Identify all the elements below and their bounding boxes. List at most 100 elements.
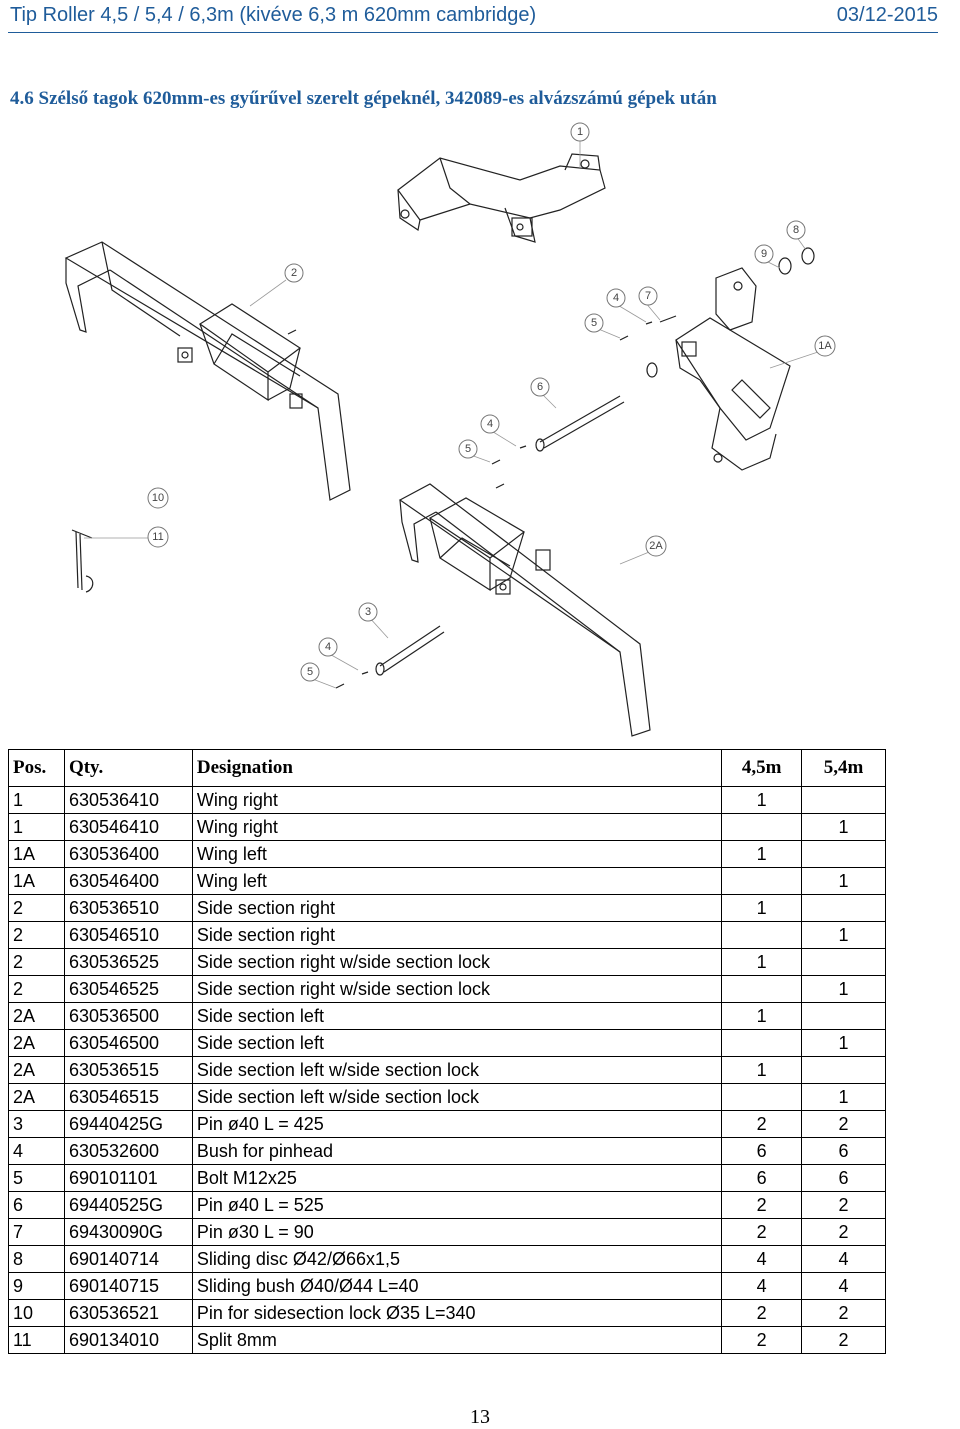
- svg-text:1: 1: [577, 126, 583, 138]
- svg-text:4: 4: [325, 641, 331, 653]
- svg-text:2A: 2A: [649, 540, 663, 552]
- cell-part-number: 630546515: [63, 1083, 193, 1111]
- cell-part-number: 630536525: [63, 948, 193, 976]
- cell-designation: Side section right w/side section lock: [191, 948, 723, 976]
- callout-4b: 4: [480, 414, 500, 434]
- header-designation: Designation: [191, 749, 723, 787]
- cell-pos: 2A: [8, 1029, 65, 1057]
- cell-designation: Side section left w/side section lock: [191, 1083, 723, 1111]
- cell-qty-4-5m: 1: [721, 948, 803, 976]
- callout-6: 6: [530, 377, 550, 397]
- cell-qty-4-5m: 2: [721, 1110, 803, 1138]
- cell-part-number: 69440525G: [63, 1191, 193, 1219]
- cell-pos: 1: [8, 786, 65, 814]
- cell-pos: 2A: [8, 1083, 65, 1111]
- header-date: 03/12-2015: [836, 3, 938, 26]
- cell-pos: 8: [8, 1245, 65, 1273]
- cell-part-number: 630536410: [63, 786, 193, 814]
- cell-pos: 9: [8, 1272, 65, 1300]
- cell-qty-4-5m: [721, 921, 803, 949]
- header-pos: Pos.: [8, 749, 65, 787]
- callout-5b: 5: [458, 439, 478, 459]
- cell-pos: 2: [8, 894, 65, 922]
- cell-part-number: 69430090G: [63, 1218, 193, 1246]
- callout-7: 7: [638, 286, 658, 306]
- cell-qty-4-5m: 1: [721, 786, 803, 814]
- cell-qty-5-4m: 1: [801, 921, 886, 949]
- cell-pos: 4: [8, 1137, 65, 1165]
- cell-qty-5-4m: 1: [801, 813, 886, 841]
- cell-part-number: 630546410: [63, 813, 193, 841]
- cell-qty-5-4m: 6: [801, 1137, 886, 1165]
- cell-qty-5-4m: 1: [801, 1083, 886, 1111]
- cell-part-number: 690101101: [63, 1164, 193, 1192]
- cell-pos: 7: [8, 1218, 65, 1246]
- page-number: 13: [470, 1406, 490, 1428]
- cell-part-number: 630546400: [63, 867, 193, 895]
- callout-1: 1: [570, 122, 590, 142]
- cell-qty-5-4m: [801, 1056, 886, 1084]
- svg-text:5: 5: [307, 666, 313, 678]
- part-wing-left: [675, 267, 791, 471]
- cell-pos: 10: [8, 1299, 65, 1327]
- svg-text:1A: 1A: [818, 340, 832, 352]
- cell-designation: Wing left: [191, 867, 723, 895]
- cell-pos: 2: [8, 975, 65, 1003]
- cell-qty-5-4m: [801, 948, 886, 976]
- cell-qty-5-4m: 6: [801, 1164, 886, 1192]
- svg-text:8: 8: [793, 224, 799, 236]
- callout-4c: 4: [318, 637, 338, 657]
- cell-designation: Bush for pinhead: [191, 1137, 723, 1165]
- callout-10: 10: [147, 487, 169, 509]
- cell-pos: 2A: [8, 1002, 65, 1030]
- cell-qty-4-5m: [721, 1029, 803, 1057]
- callout-3: 3: [358, 602, 378, 622]
- cell-part-number: 690134010: [63, 1326, 193, 1354]
- cell-designation: Wing right: [191, 786, 723, 814]
- part-side-section-right: [64, 241, 351, 501]
- cell-designation: Pin ø40 L = 525: [191, 1191, 723, 1219]
- cell-qty-5-4m: [801, 840, 886, 868]
- callout-11: 11: [147, 526, 169, 548]
- cell-qty-4-5m: [721, 975, 803, 1003]
- cell-qty-4-5m: 1: [721, 894, 803, 922]
- cell-designation: Side section right w/side section lock: [191, 975, 723, 1003]
- cell-qty-4-5m: 2: [721, 1218, 803, 1246]
- cell-part-number: 630536400: [63, 840, 193, 868]
- cell-qty-5-4m: 2: [801, 1191, 886, 1219]
- callout-5c: 5: [300, 662, 320, 682]
- cell-part-number: 630546510: [63, 921, 193, 949]
- cell-pos: 2: [8, 948, 65, 976]
- callout-8: 8: [786, 220, 806, 240]
- cell-qty-4-5m: 2: [721, 1299, 803, 1327]
- cell-designation: Split 8mm: [191, 1326, 723, 1354]
- cell-qty-5-4m: [801, 894, 886, 922]
- callout-1a: 1A: [814, 335, 836, 357]
- svg-text:4: 4: [487, 418, 493, 430]
- cell-designation: Sliding disc Ø42/Ø66x1,5: [191, 1245, 723, 1273]
- cell-designation: Side section left: [191, 1002, 723, 1030]
- cell-pos: 3: [8, 1110, 65, 1138]
- cell-pos: 2A: [8, 1056, 65, 1084]
- cell-qty-5-4m: 1: [801, 867, 886, 895]
- cell-qty-5-4m: 1: [801, 975, 886, 1003]
- svg-text:5: 5: [591, 317, 597, 329]
- cell-qty-4-5m: 2: [721, 1326, 803, 1354]
- cell-qty-5-4m: [801, 1002, 886, 1030]
- svg-text:4: 4: [613, 292, 619, 304]
- cell-designation: Wing right: [191, 813, 723, 841]
- cell-qty-4-5m: 2: [721, 1191, 803, 1219]
- callout-2a: 2A: [645, 535, 667, 557]
- part-pin-6: [535, 395, 625, 452]
